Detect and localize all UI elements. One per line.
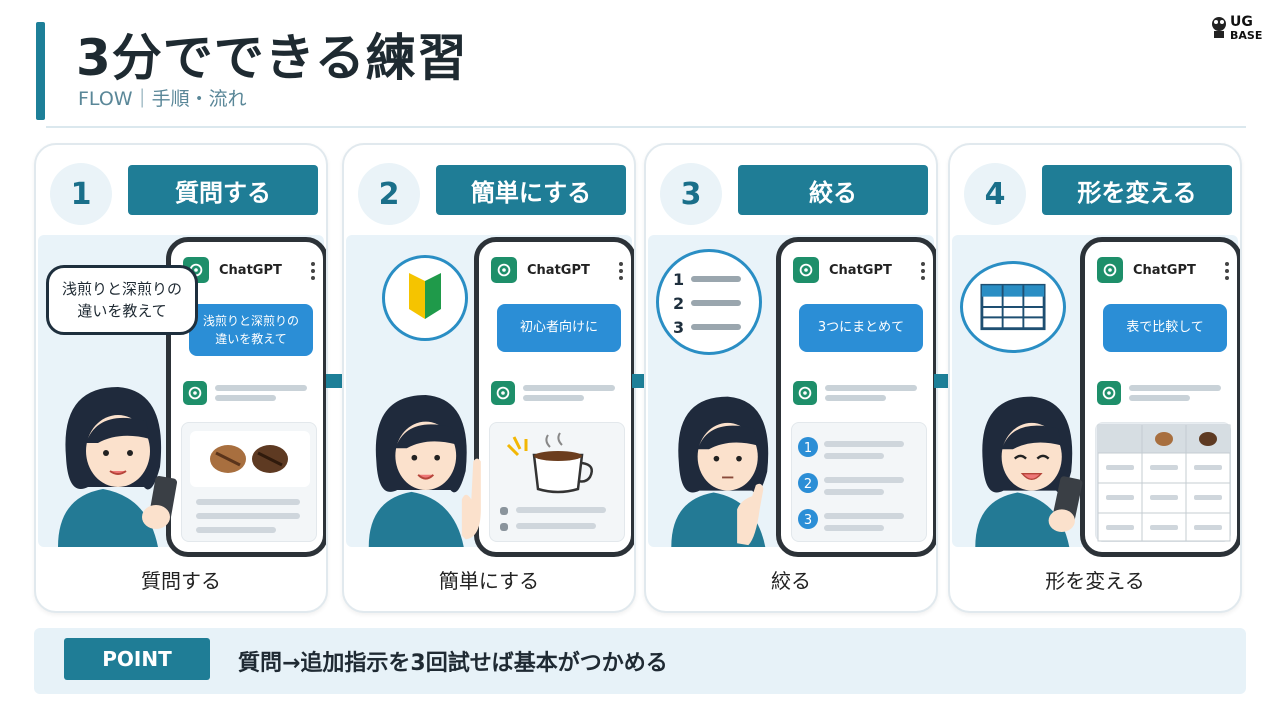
bot-reply-card-2	[489, 422, 625, 542]
step-title-4: 形を変える	[1042, 165, 1232, 215]
chatgpt-logo-icon	[491, 257, 517, 283]
more-menu-icon[interactable]	[619, 262, 623, 283]
thought-bubble-2	[382, 255, 468, 341]
reply-list-number-2: 2	[804, 477, 812, 492]
step-scene-4: ChatGPT 表で比較して	[952, 235, 1240, 557]
ugbase-logo: UG BASE	[1210, 12, 1270, 42]
table-icon	[980, 283, 1046, 331]
numbered-list-icon: 1 2 3	[798, 437, 904, 531]
step-number-2: 2	[358, 163, 420, 225]
bot-reply-header-3	[793, 378, 927, 408]
page-title: 3分でできる練習	[76, 29, 468, 87]
thought-list-number-3: 3	[673, 318, 684, 337]
more-menu-icon[interactable]	[311, 262, 315, 283]
chat-app-name-3: ChatGPT	[829, 262, 892, 278]
chat-header-2: ChatGPT	[491, 256, 621, 284]
chatgpt-logo-icon	[491, 381, 515, 405]
step-title-3: 絞る	[738, 165, 928, 215]
step-card-3: 3 絞る ChatGPT 3つにまとめて 1	[644, 143, 938, 613]
reply-list-number-1: 1	[804, 441, 812, 456]
user-message-4: 表で比較して	[1103, 304, 1227, 352]
step-caption-1: 質問する	[141, 569, 221, 593]
more-menu-icon[interactable]	[921, 262, 925, 283]
point-text: 質問→追加指示を3回試せば基本がつかめる	[238, 651, 668, 676]
step-caption-2: 簡単にする	[438, 569, 540, 593]
step-card-4: 4 形を変える ChatGPT 表で比較して	[948, 143, 1242, 613]
woman-with-phone-illustration	[58, 387, 178, 547]
coffee-beans-icon	[190, 431, 310, 487]
chat-header-4: ChatGPT	[1097, 256, 1227, 284]
chat-header-3: ChatGPT	[793, 256, 923, 284]
user-message-1: 浅煎りと深煎りの違いを教えて	[189, 304, 313, 356]
chat-app-name-2: ChatGPT	[527, 262, 590, 278]
step-scene-2: ChatGPT 初心者向けに	[346, 235, 634, 557]
step-scene-3: ChatGPT 3つにまとめて 1 2	[648, 235, 936, 557]
user-message-2: 初心者向けに	[497, 304, 621, 352]
woman-thinking-illustration	[671, 396, 769, 547]
reply-list-number-3: 3	[804, 513, 812, 528]
chatgpt-logo-icon	[1097, 257, 1123, 283]
step-number-4: 4	[964, 163, 1026, 225]
chatgpt-logo-icon	[793, 257, 819, 283]
phone-mockup-1: ChatGPT 浅煎りと深煎りの違いを教えて	[166, 237, 326, 557]
step-title-2: 簡単にする	[436, 165, 626, 215]
chat-app-name-1: ChatGPT	[219, 262, 282, 278]
woman-smiling-phone-illustration	[975, 396, 1083, 547]
list-icon: 1 2 3	[673, 270, 741, 337]
speech-text-1: 浅煎りと深煎りの違いを教えて	[61, 279, 182, 321]
logo-text-bottom: BASE	[1230, 29, 1262, 42]
woman-pointing-illustration	[368, 395, 481, 547]
step-card-1: 1 質問する ChatGPT 浅煎りと深煎りの違いを教えて	[34, 143, 328, 613]
point-summary-bar: POINT 質問→追加指示を3回試せば基本がつかめる	[34, 628, 1246, 694]
chat-header-1: ChatGPT	[183, 256, 313, 284]
bot-reply-card-1	[181, 422, 317, 542]
bot-reply-header-1	[183, 378, 317, 408]
page-subtitle: FLOW｜手順・流れ	[78, 88, 247, 110]
bot-reply-card-4	[1095, 422, 1231, 542]
chatgpt-logo-icon	[793, 381, 817, 405]
step-card-2: 2 簡単にする ChatGPT 初心者向けに	[342, 143, 636, 613]
step-number-3: 3	[660, 163, 722, 225]
step-scene-1: ChatGPT 浅煎りと深煎りの違いを教えて	[38, 235, 326, 557]
step-number-1: 1	[50, 163, 112, 225]
step-caption-4: 形を変える	[1045, 569, 1145, 593]
thought-bubble-3: 1 2 3	[656, 249, 762, 355]
coffee-cup-icon	[506, 432, 593, 494]
comparison-table-icon	[1097, 424, 1231, 542]
bot-reply-header-4	[1097, 378, 1231, 408]
user-message-3: 3つにまとめて	[799, 304, 923, 352]
bot-reply-card-3: 1 2 3	[791, 422, 927, 542]
thought-list-number-1: 1	[673, 270, 684, 289]
header-divider	[46, 126, 1246, 128]
step-caption-3: 絞る	[771, 569, 811, 593]
step-title-1: 質問する	[128, 165, 318, 215]
phone-mockup-4: ChatGPT 表で比較して	[1080, 237, 1240, 557]
point-label: POINT	[64, 638, 210, 680]
chatgpt-logo-icon	[183, 381, 207, 405]
chat-app-name-4: ChatGPT	[1133, 262, 1196, 278]
speech-bubble-1: 浅煎りと深煎りの違いを教えて	[46, 265, 198, 335]
title-accent-bar	[36, 22, 45, 120]
phone-mockup-2: ChatGPT 初心者向けに	[474, 237, 634, 557]
more-menu-icon[interactable]	[1225, 262, 1229, 283]
chatgpt-logo-icon	[1097, 381, 1121, 405]
thought-list-number-2: 2	[673, 294, 684, 313]
bot-reply-header-2	[491, 378, 625, 408]
phone-mockup-3: ChatGPT 3つにまとめて 1 2	[776, 237, 936, 557]
logo-text-top: UG	[1230, 14, 1253, 30]
beginner-mark-icon	[409, 273, 441, 319]
thought-bubble-4	[960, 261, 1066, 353]
